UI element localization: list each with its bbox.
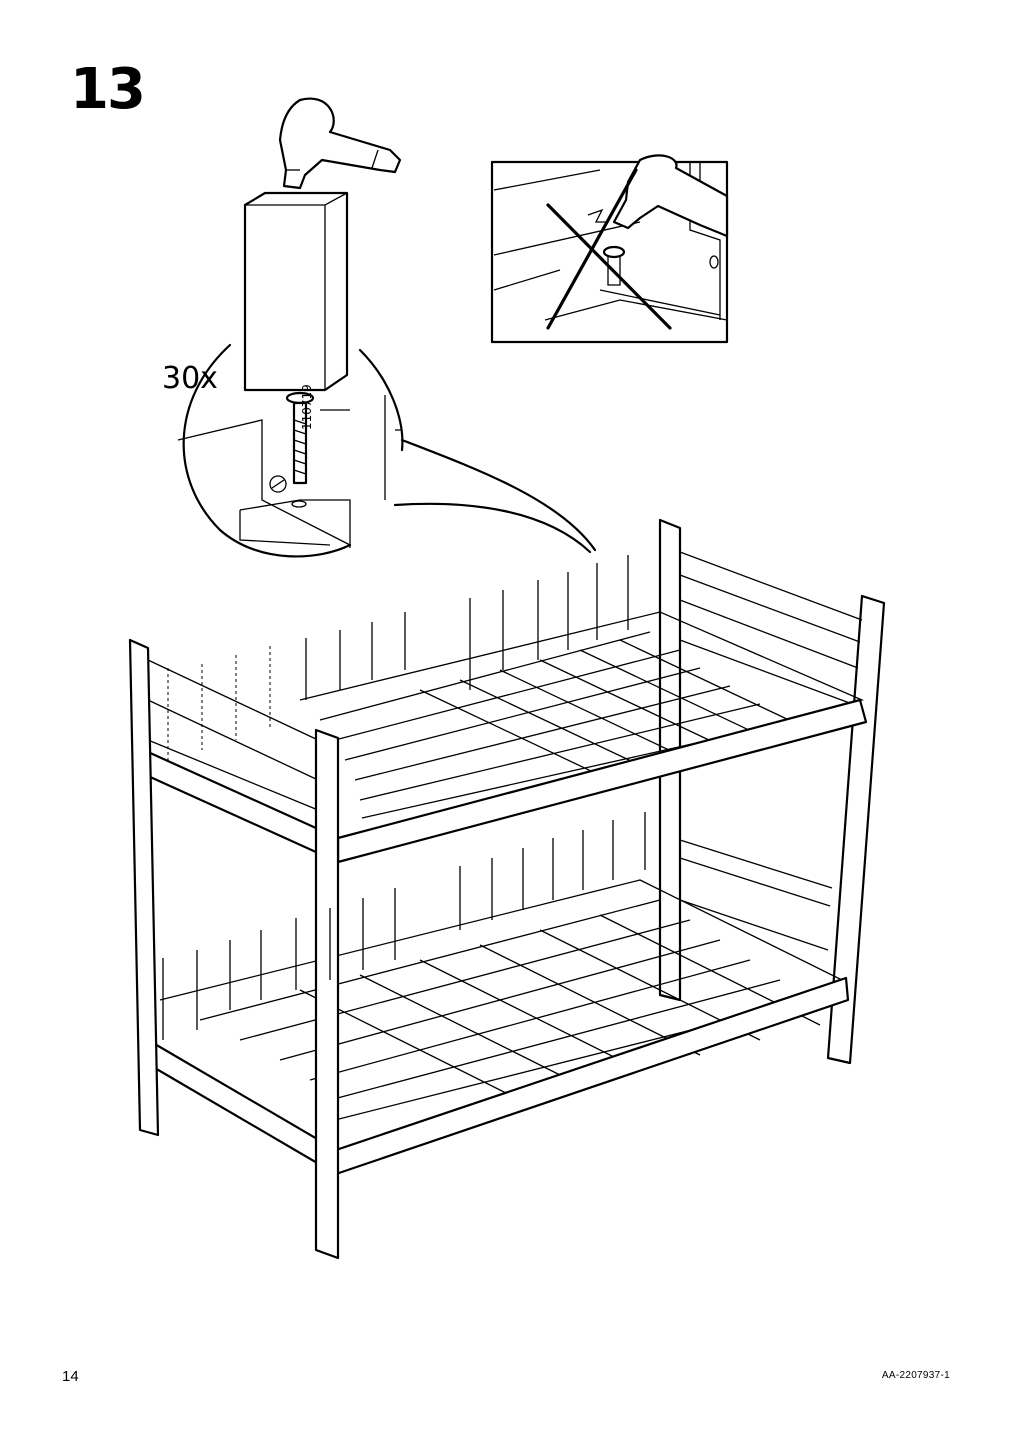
quantity-label: 30x: [162, 361, 218, 396]
hammer-icon: [278, 97, 402, 190]
page-number: 14: [62, 1368, 79, 1385]
part-number-label: 110719: [300, 384, 314, 430]
warning-inset: [490, 154, 729, 344]
dowel-row-lower: [162, 812, 646, 1040]
detail-magnifier: [177, 343, 597, 558]
wooden-block: [243, 191, 349, 392]
hammer-icon: [612, 154, 729, 238]
bunk-bed: [128, 518, 886, 1260]
step-number: 13: [70, 57, 146, 122]
dowel-row-upper: [167, 548, 661, 760]
document-code: AA-2207937-1: [881, 1370, 950, 1381]
dowel-icon: [269, 391, 315, 508]
